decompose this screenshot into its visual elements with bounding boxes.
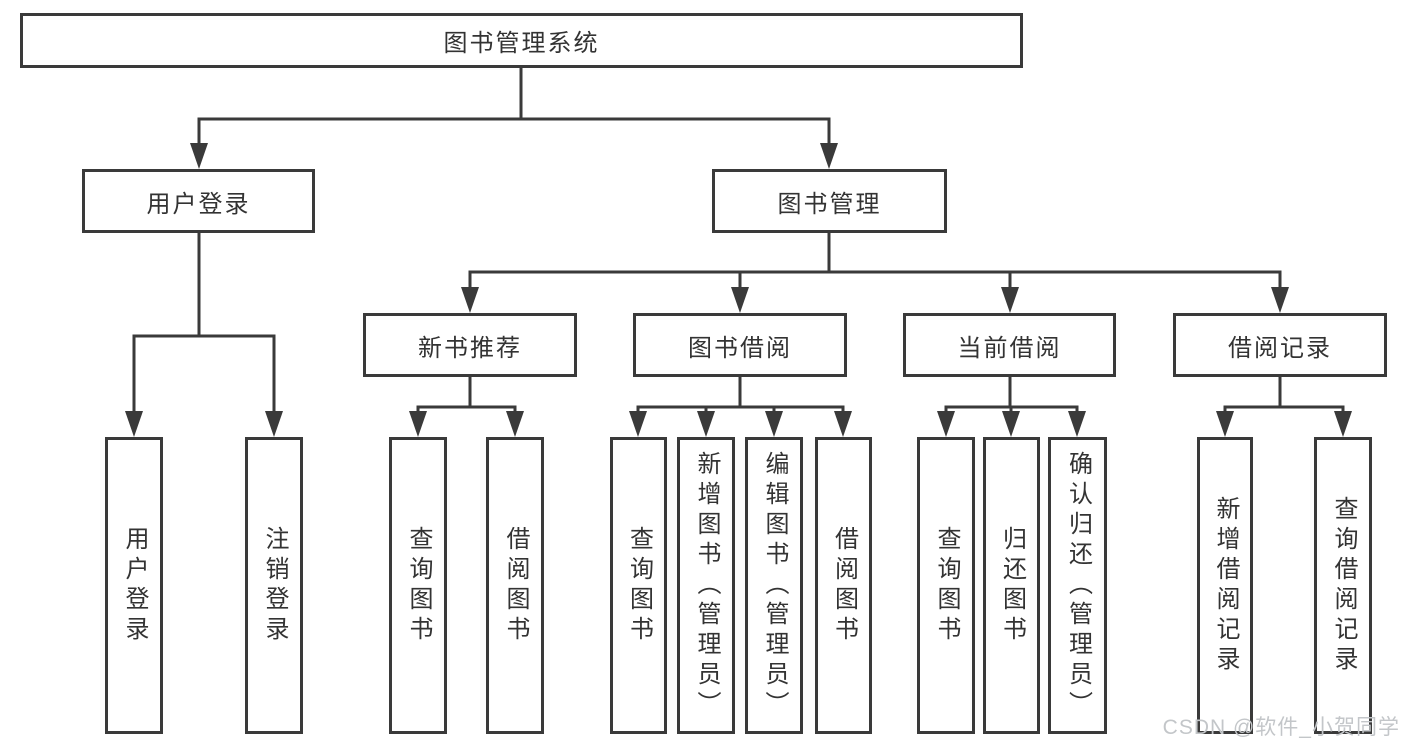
connector-paths [132, 68, 1345, 415]
leaf-return-book-label: 归还图书 [998, 525, 1026, 646]
leaf-query-books-current: 查询图书 [917, 437, 975, 734]
node-current-borrow: 当前借阅 [903, 313, 1116, 377]
leaf-add-borrow-record-label: 新增借阅记录 [1212, 495, 1239, 676]
node-new-book-recommend-label: 新书推荐 [418, 334, 522, 362]
leaf-borrow-books-recommend: 借阅图书 [486, 437, 544, 734]
node-root-label: 图书管理系统 [443, 30, 600, 57]
leaf-user-login: 用户登录 [105, 437, 163, 734]
node-borrow-records: 借阅记录 [1173, 313, 1387, 377]
leaf-user-login-label: 用户登录 [121, 525, 148, 646]
leaf-query-borrow-record-label: 查询借阅记录 [1330, 495, 1357, 676]
node-book-borrow: 图书借阅 [633, 313, 847, 377]
node-book-management: 图书管理 [712, 169, 947, 233]
node-user-login: 用户登录 [82, 169, 315, 233]
leaf-query-books-recommend: 查询图书 [389, 437, 447, 734]
leaf-add-book-admin-label: 新增图书（管理员） [693, 450, 720, 721]
leaf-borrow-books-recommend-label: 借阅图书 [502, 525, 529, 646]
leaf-return-book: 归还图书 [983, 437, 1040, 734]
leaf-logout: 注销登录 [245, 437, 303, 734]
node-borrow-records-label: 借阅记录 [1228, 334, 1332, 362]
leaf-edit-book-admin: 编辑图书（管理员） [745, 437, 803, 734]
leaf-borrow-books-label: 借阅图书 [830, 525, 858, 646]
leaf-add-borrow-record: 新增借阅记录 [1197, 437, 1253, 734]
arrowhead-icons [125, 143, 1352, 437]
leaf-borrow-books: 借阅图书 [815, 437, 872, 734]
leaf-logout-label: 注销登录 [261, 525, 288, 646]
leaf-query-books-borrow: 查询图书 [610, 437, 667, 734]
node-book-borrow-label: 图书借阅 [688, 334, 792, 362]
node-current-borrow-label: 当前借阅 [957, 334, 1062, 362]
leaf-confirm-return-admin-label: 确认归还（管理员） [1064, 450, 1092, 721]
node-new-book-recommend: 新书推荐 [363, 313, 577, 377]
leaf-confirm-return-admin: 确认归还（管理员） [1048, 437, 1107, 734]
leaf-query-books-borrow-label: 查询图书 [625, 525, 653, 646]
leaf-query-books-current-label: 查询图书 [933, 525, 960, 646]
leaf-add-book-admin: 新增图书（管理员） [677, 437, 735, 734]
leaf-edit-book-admin-label: 编辑图书（管理员） [761, 450, 788, 721]
leaf-query-borrow-record: 查询借阅记录 [1314, 437, 1372, 734]
csdn-watermark: CSDN @软件_小贺同学 [1162, 716, 1400, 739]
leaf-query-books-recommend-label: 查询图书 [405, 525, 432, 646]
node-root: 图书管理系统 [20, 13, 1023, 68]
node-book-management-label: 图书管理 [777, 190, 882, 218]
node-user-login-label: 用户登录 [146, 190, 251, 218]
